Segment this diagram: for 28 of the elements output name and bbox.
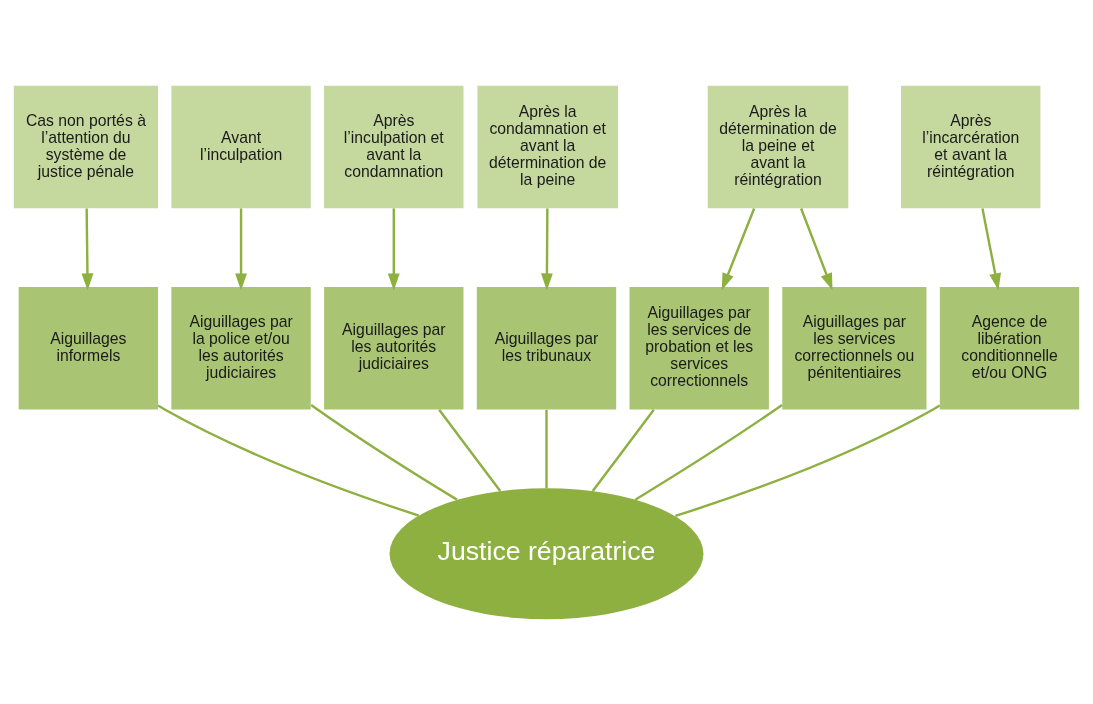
- connector: [634, 403, 783, 501]
- node-box: Aiguillages informels: [18, 286, 159, 409]
- node-box: Après l’incarcération et avant la réintégration: [901, 85, 1041, 208]
- node-box: Agence de libération conditionnelle et/ou ONG: [939, 286, 1080, 409]
- arrow: [800, 207, 833, 290]
- connector: [438, 408, 502, 492]
- connector: [675, 404, 941, 517]
- arrow: [81, 207, 94, 290]
- arrow: [721, 207, 756, 290]
- connector: [157, 404, 420, 517]
- arrow: [387, 207, 400, 290]
- node-box: Aiguillages par la police et/ou les autorités judiciaires: [171, 286, 311, 409]
- arrow: [235, 207, 247, 290]
- node-box: Aiguillages par les autorités judiciaires: [324, 286, 464, 409]
- node-box: Cas non portés à l’attention du système de justice pénale: [13, 85, 159, 208]
- node-box: Après la détermination de la peine et avant la réintégration: [707, 85, 849, 208]
- node-box: Aiguillages par les services correctionnels ou pénitentiaires: [782, 286, 927, 409]
- node-box: Aiguillages par les tribunaux: [476, 286, 617, 409]
- connector: [545, 409, 548, 488]
- node-box: Après l’inculpation et avant la condamnation: [324, 85, 464, 208]
- node-box: Aiguillages par les services de probation et les services correctionnels: [629, 286, 769, 409]
- arrow: [981, 207, 1002, 290]
- connector: [310, 403, 458, 501]
- node-box: Après la condamnation et avant la détermination de la peine: [477, 85, 618, 208]
- arrow: [541, 207, 553, 290]
- node-ellipse: Justice réparatrice: [389, 487, 704, 619]
- connector: [591, 408, 655, 492]
- node-box: Avant l’inculpation: [171, 85, 311, 208]
